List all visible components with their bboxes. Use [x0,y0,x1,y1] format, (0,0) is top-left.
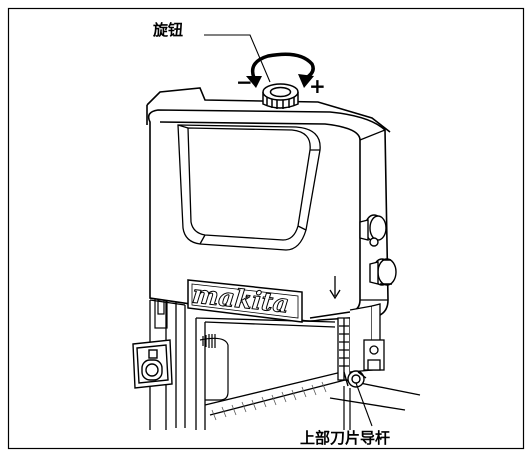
label-knob: 旋钮 [153,21,184,39]
blade-direction-arrow [329,276,341,300]
upper-side-knob [359,214,387,247]
figure-border [7,7,525,450]
saw-blade [343,386,351,430]
upper-wheel-cover [146,87,391,322]
label-upper-blade-guide: 上部刀片导杆 [300,429,391,447]
cover-side [359,129,388,301]
minus-sign: − [236,70,253,94]
leader-lines [204,34,373,427]
power-switch-box [132,339,173,389]
power-cable [199,334,229,401]
lower-side-knob [369,258,397,286]
plus-sign: + [309,74,326,98]
cover-window-recess [177,124,321,251]
blade-guide-post [337,303,385,381]
tension-knob [262,83,299,109]
brand-plate [187,279,303,323]
rotation-arrow [246,52,315,88]
table-hatching [211,381,327,421]
